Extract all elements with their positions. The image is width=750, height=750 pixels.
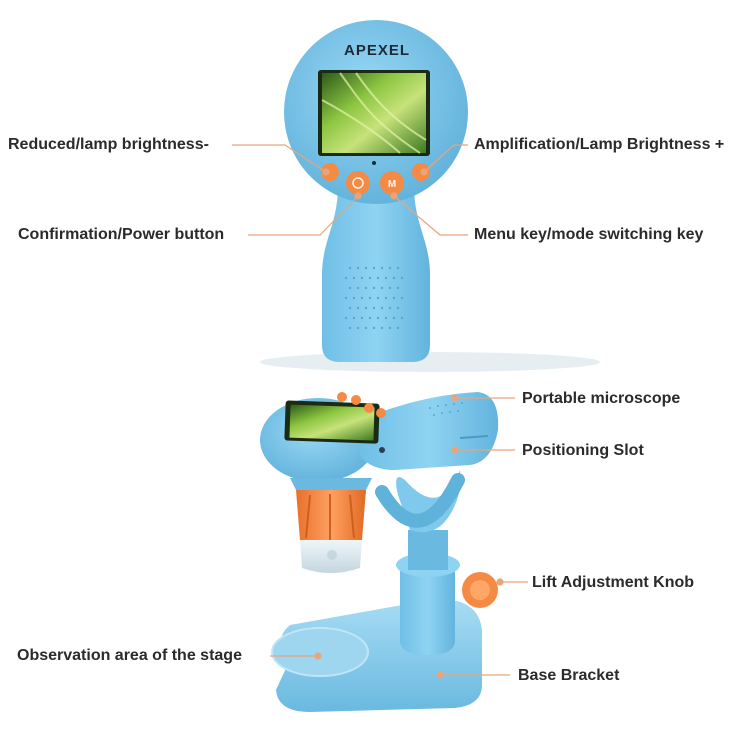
leader-dot-amplification bbox=[420, 168, 428, 176]
leader-dot-base bbox=[436, 671, 444, 679]
leader-power bbox=[248, 195, 359, 236]
leader-dot-observation bbox=[314, 652, 322, 660]
lift-knob-cap bbox=[470, 580, 490, 600]
stand-pillar bbox=[400, 565, 455, 655]
label-lift-knob: Lift Adjustment Knob bbox=[532, 574, 695, 591]
leader-dot-knob bbox=[496, 578, 504, 586]
leader-dot-reduced bbox=[322, 168, 330, 176]
screen-sample-image bbox=[321, 72, 427, 154]
handle bbox=[322, 185, 430, 362]
leader-dot-portable bbox=[451, 394, 459, 402]
positioning-slot bbox=[459, 435, 489, 439]
button-tilted-1 bbox=[337, 392, 347, 402]
power-icon bbox=[352, 177, 364, 189]
label-portable-microscope: Portable microscope bbox=[522, 390, 681, 407]
leader-dot-menu bbox=[390, 192, 398, 200]
leader-dot-power bbox=[354, 192, 362, 200]
floor-shadow bbox=[260, 352, 600, 372]
lens-neck bbox=[290, 478, 372, 490]
label-menu-key: Menu key/mode switching key bbox=[474, 226, 704, 243]
menu-icon: M bbox=[388, 179, 396, 190]
leader-amplification bbox=[423, 144, 468, 173]
button-tilted-4 bbox=[376, 408, 386, 418]
usb-port bbox=[379, 447, 385, 453]
device-handle-tilted bbox=[360, 392, 499, 470]
label-amplification: Amplification/Lamp Brightness + bbox=[474, 136, 725, 153]
label-confirmation-power: Confirmation/Power button bbox=[18, 226, 225, 243]
button-tilted-3 bbox=[364, 403, 374, 413]
lift-column bbox=[408, 530, 448, 570]
screen-tilted bbox=[289, 404, 375, 441]
label-reduced-brightness: Reduced/lamp brightness- bbox=[8, 136, 209, 153]
brand-logo: APEXEL bbox=[343, 42, 410, 59]
lens bbox=[327, 550, 337, 560]
focus-ring-grip bbox=[305, 494, 355, 540]
power-button[interactable] bbox=[346, 171, 370, 195]
stage-observation-area bbox=[271, 627, 369, 677]
leader-menu bbox=[393, 195, 468, 236]
handheld-microscope: M bbox=[260, 20, 600, 372]
menu-button[interactable] bbox=[380, 171, 404, 195]
button-tilted-2 bbox=[351, 395, 361, 405]
leader-dot-slot bbox=[451, 446, 459, 454]
microscope-on-stand bbox=[260, 392, 499, 712]
minus-button[interactable] bbox=[321, 163, 339, 181]
speaker-grille-tilted bbox=[429, 402, 463, 416]
leader-reduced bbox=[232, 144, 327, 173]
leader-lines bbox=[232, 144, 528, 679]
label-observation-area: Observation area of the stage bbox=[17, 647, 242, 664]
label-positioning-slot: Positioning Slot bbox=[522, 442, 644, 459]
cradle-arm bbox=[375, 473, 465, 528]
indicator-light bbox=[372, 161, 376, 165]
label-base-bracket: Base Bracket bbox=[518, 667, 620, 684]
speaker-grille bbox=[344, 266, 404, 330]
screen bbox=[322, 73, 426, 153]
